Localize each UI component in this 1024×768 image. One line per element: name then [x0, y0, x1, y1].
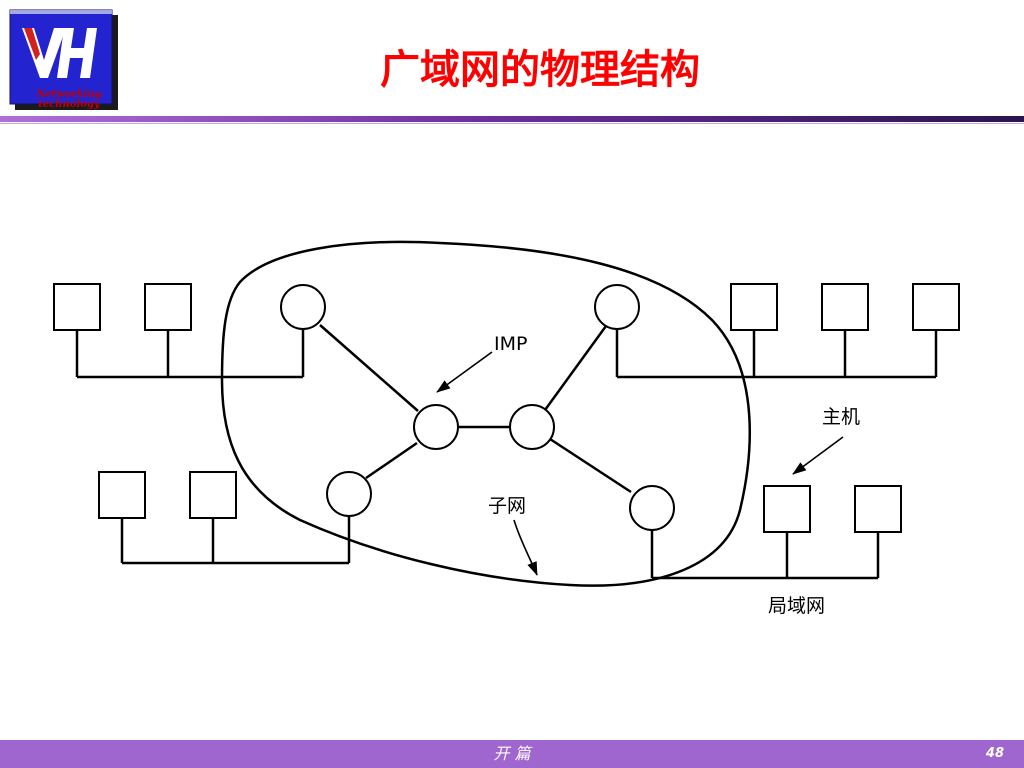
lan-label: 局域网	[768, 595, 825, 617]
imp-label: IMP	[494, 333, 527, 355]
host-box	[821, 283, 869, 331]
host-box	[189, 471, 237, 519]
link-center-right-to-imp-bottom-right	[549, 437, 632, 494]
link-imp-top-right-to-center-right	[543, 325, 608, 411]
lan-top-left	[75, 329, 305, 379]
imp-node-top-right	[594, 284, 640, 330]
logo-highlight	[10, 10, 112, 14]
lan-bottom-left	[120, 516, 351, 565]
host-box	[763, 485, 811, 533]
imp-pointer-arrow	[436, 351, 493, 393]
host-box	[98, 471, 146, 519]
host-box	[854, 485, 902, 533]
page-number: 48	[985, 746, 1004, 761]
logo-letter-h	[57, 28, 97, 78]
logo-letter-v-accent	[24, 28, 40, 60]
logo-text-technology: technology	[38, 99, 100, 110]
host-pointer-arrow	[792, 436, 844, 475]
vh-logo-mark	[9, 9, 118, 110]
host-box	[144, 283, 192, 331]
imp-node-center-right	[509, 404, 555, 450]
logo-text-networking: Networking	[36, 89, 102, 100]
page-title: 广域网的物理结构	[380, 47, 700, 93]
footer-section-label: 开 篇	[493, 744, 531, 763]
imp-node-top-left	[280, 284, 326, 330]
host-box	[730, 283, 778, 331]
lan-bottom-right	[650, 530, 880, 580]
vh-logo: Networking technology	[8, 8, 120, 112]
host-box	[912, 283, 960, 331]
subnet-pointer-arrow	[513, 519, 538, 576]
footer-bar: 开 篇 48	[0, 740, 1024, 768]
host-label: 主机	[822, 406, 860, 428]
subnet-boundary	[220, 240, 751, 587]
link-center-left-to-imp-bottom-left	[365, 441, 418, 480]
link-imp-top-left-to-center-left	[319, 324, 419, 412]
imp-node-center-left	[413, 404, 459, 450]
host-box	[53, 283, 101, 331]
imp-node-bottom-left	[326, 471, 372, 517]
title-divider-thin	[0, 123, 1024, 124]
subnet-label: 子网	[488, 495, 526, 517]
imp-node-bottom-right	[629, 485, 675, 531]
lan-top-right	[615, 329, 938, 379]
title-divider	[0, 116, 1024, 122]
